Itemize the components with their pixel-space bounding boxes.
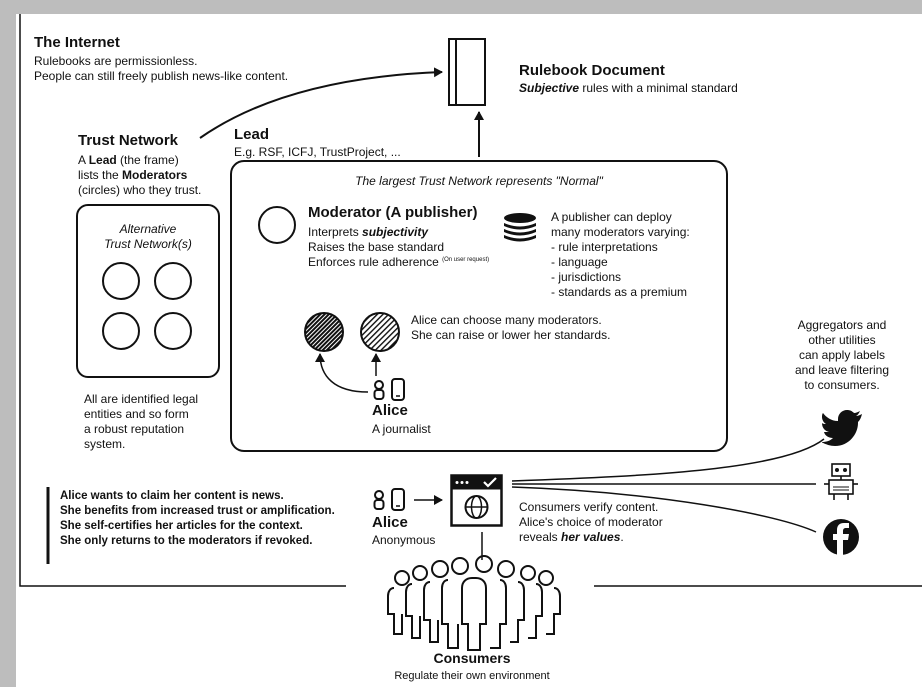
- lead-title: Lead: [234, 126, 270, 143]
- moderator-line-2: Raises the base standard: [308, 240, 445, 254]
- facebook-icon[interactable]: [822, 518, 860, 556]
- browser-icon[interactable]: [450, 474, 514, 534]
- moderator-circle-alt-1: [102, 262, 140, 300]
- alternative-note-4: system.: [84, 437, 126, 451]
- rulebook-subtitle-rest: rules with a minimal standard: [579, 81, 738, 95]
- alice-anon-icon: [373, 488, 405, 511]
- internet-line-1: Rulebooks are permissionless.: [34, 54, 198, 68]
- alice-anon-name: Alice: [372, 514, 408, 531]
- rulebook-subtitle: Subjective rules with a minimal standard: [519, 81, 738, 95]
- deploy-line-3: - rule interpretations: [551, 240, 658, 254]
- diagram-canvas: The Internet Rulebooks are permissionles…: [16, 14, 922, 687]
- alternative-title-2: Trust Network(s): [104, 237, 192, 251]
- internet-line-2: People can still freely publish news-lik…: [34, 69, 289, 83]
- alternative-title-1: Alternative: [119, 222, 177, 236]
- consumers-title: Consumers: [433, 650, 511, 666]
- alternative-note-2: entities and so form: [84, 407, 189, 421]
- moderator-line-3: Enforces rule adherence (On user request…: [308, 255, 489, 269]
- lead-examples: E.g. RSF, ICFJ, TrustProject, ...: [234, 145, 401, 159]
- aggregators-line-2: other utilities: [808, 333, 876, 347]
- verify-line-1: Consumers verify content.: [519, 500, 659, 514]
- moderator-title: Moderator (A publisher): [308, 204, 478, 221]
- trust-network-title: Trust Network: [78, 132, 179, 149]
- trust-network-l2b: Moderators: [122, 168, 188, 182]
- verify-line-2: Alice's choice of moderator: [519, 515, 663, 529]
- alice-journalist-icon: [373, 378, 405, 401]
- verify-line-3: reveals her values.: [519, 530, 624, 544]
- connectors: [19, 14, 922, 587]
- database-icon: [504, 213, 536, 242]
- chosen-moderator-light: [360, 312, 400, 352]
- phone-icon: [391, 378, 405, 401]
- deploy-line-6: - standards as a premium: [551, 285, 688, 299]
- trust-network-line-3: (circles) who they trust.: [78, 183, 202, 197]
- verify-line-3b: her values: [561, 530, 621, 544]
- moderator-circle-alt-2: [154, 262, 192, 300]
- moderator-line-3a: Enforces rule adherence: [308, 255, 439, 269]
- deploy-line-5: - jurisdictions: [551, 270, 622, 284]
- moderator-line-1b: subjectivity: [362, 225, 429, 239]
- deploy-line-4: - language: [551, 255, 608, 269]
- choice-line-2: She can raise or lower her standards.: [411, 328, 611, 342]
- moderator-line-1a: Interprets: [308, 225, 363, 239]
- trust-network-l1c: (the frame): [116, 153, 179, 167]
- choice-line-1: Alice can choose many moderators.: [411, 313, 602, 327]
- claim-line-1: Alice wants to claim her content is news…: [60, 490, 284, 502]
- moderator-circle-alt-3: [102, 312, 140, 350]
- trust-network-l1a: A: [78, 153, 89, 167]
- alice-journalist-name: Alice: [372, 402, 408, 419]
- deploy-line-2: many moderators varying:: [551, 225, 690, 239]
- internet-frame: [19, 14, 346, 587]
- internet-title: The Internet: [34, 34, 120, 51]
- trust-network-line-1: A Lead (the frame): [78, 153, 179, 167]
- main-network-caption: The largest Trust Network represents "No…: [355, 174, 603, 188]
- document-icon: [448, 38, 486, 106]
- twitter-bird-icon[interactable]: [822, 410, 864, 446]
- alternative-note-3: a robust reputation: [84, 422, 185, 436]
- claim-line-3: She self-certifies her articles for the …: [60, 520, 303, 532]
- aggregators-line-5: to consumers.: [804, 378, 880, 392]
- claim-line-4: She only returns to the moderators if re…: [60, 535, 313, 547]
- alice-journalist-role: A journalist: [372, 422, 431, 436]
- arrow-to-rulebook: [199, 67, 443, 139]
- verify-line-3a: reveals: [519, 530, 562, 544]
- verify-line-3c: .: [620, 530, 624, 544]
- alice-anon-role: Anonymous: [372, 533, 436, 547]
- chosen-moderator-dark: [304, 312, 344, 352]
- phone-icon: [391, 488, 405, 511]
- globe-icon: [464, 495, 489, 519]
- moderator-circle: [258, 206, 296, 244]
- person-icon: [373, 490, 385, 510]
- crowd-icon: [387, 555, 561, 651]
- aggregators-line-4: and leave filtering: [794, 363, 890, 377]
- main-network-frame: [230, 160, 728, 452]
- deploy-line-1: A publisher can deploy: [551, 210, 672, 224]
- person-icon: [373, 380, 385, 400]
- moderator-line-3-note: (On user request): [442, 257, 490, 263]
- claim-line-2: She benefits from increased trust or amp…: [60, 505, 335, 517]
- rulebook-subtitle-em: Subjective: [519, 81, 580, 95]
- trust-network-l1b: Lead: [88, 153, 117, 167]
- rulebook-title: Rulebook Document: [519, 62, 665, 79]
- alternative-note-1: All are identified legal: [84, 392, 199, 406]
- trust-network-line-2: lists the Moderators: [78, 168, 187, 182]
- consumers-subtitle: Regulate their own environment: [394, 670, 550, 682]
- arrow-alice-to-moderator-1: [315, 353, 369, 393]
- trust-network-l2a: lists the: [78, 168, 123, 182]
- line-to-facebook: [511, 486, 817, 533]
- aggregators-line-3: can apply labels: [798, 348, 886, 362]
- aggregators-line-1: Aggregators and: [797, 318, 887, 332]
- moderator-circle-alt-4: [154, 312, 192, 350]
- line-to-twitter: [511, 438, 825, 482]
- alternative-network-frame: [76, 204, 220, 378]
- robot-icon[interactable]: [822, 462, 860, 502]
- moderator-line-1: Interprets subjectivity: [308, 225, 428, 239]
